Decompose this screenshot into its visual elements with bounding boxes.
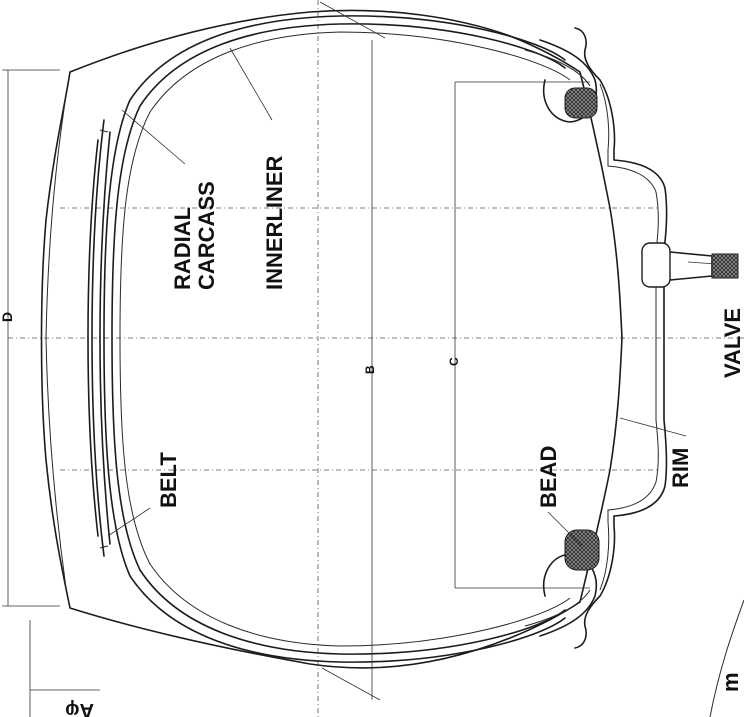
corner-circle xyxy=(709,599,744,717)
corner-mark: m xyxy=(718,672,743,692)
dimension-a: Aφ xyxy=(65,699,94,717)
label-innerliner: INNERLINER xyxy=(262,155,287,290)
tread-line xyxy=(45,95,67,589)
label-belt: BELT xyxy=(156,452,181,508)
label-valve: VALVE xyxy=(720,308,744,378)
radial-carcass-inner xyxy=(111,23,566,655)
dimension-lines xyxy=(2,1,590,717)
innerliner xyxy=(119,31,571,647)
bead-bottom xyxy=(524,529,600,637)
rim xyxy=(574,27,668,649)
center-lines xyxy=(8,0,744,717)
leader-lines xyxy=(107,47,717,547)
label-bead: BEAD xyxy=(536,446,561,508)
label-rim: RIM xyxy=(668,448,693,488)
radial-carcass xyxy=(103,15,566,663)
label-radial: RADIAL xyxy=(170,207,195,290)
belt-layers xyxy=(87,119,111,557)
tire-outer-contour xyxy=(40,9,623,669)
dimension-b: B xyxy=(363,365,377,374)
valve xyxy=(641,242,739,288)
dimension-c: C xyxy=(447,357,461,366)
label-carcass: CARCASS xyxy=(194,181,219,290)
dimension-d: D xyxy=(0,312,15,322)
rim-inner xyxy=(599,83,659,591)
